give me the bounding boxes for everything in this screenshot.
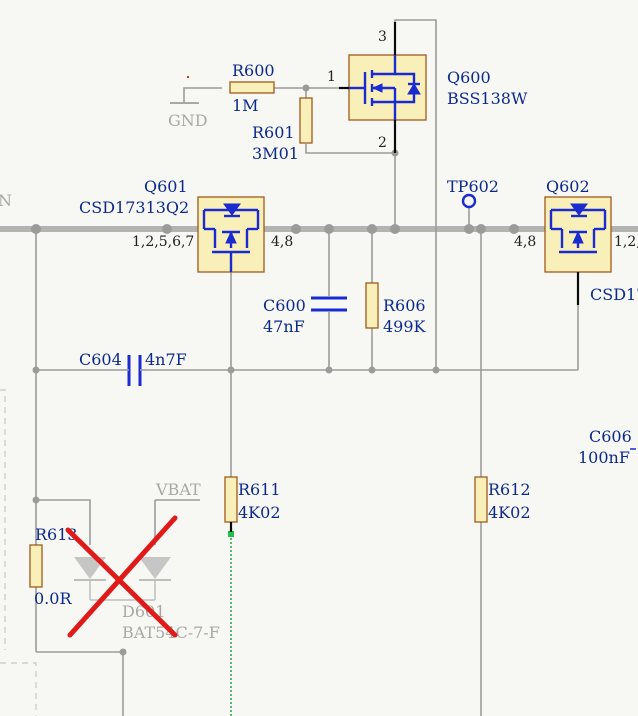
c604-designator: C604 — [79, 350, 122, 369]
testpoint-tp602[interactable]: TP602 — [447, 177, 499, 209]
mosfet-q602[interactable]: 4,8 1,2, Q602 CSD17 — [514, 177, 638, 305]
r606-value: 499K — [383, 317, 427, 336]
wire-gnd-r600 — [183, 87, 222, 102]
tp602-designator: TP602 — [447, 177, 499, 196]
c606-value: 100nF — [578, 448, 630, 467]
gnd-label: GND — [168, 111, 208, 130]
q600-pin-source: 2 — [378, 135, 387, 151]
r611-designator: R611 — [238, 480, 281, 499]
diode-d601[interactable]: VBAT D601 BAT54C-7-F — [65, 480, 220, 642]
q600-designator: Q600 — [447, 68, 491, 87]
c604-value: 4n7F — [145, 350, 187, 369]
r600-value: 1M — [232, 96, 259, 115]
mosfet-q601[interactable]: 1,2,5,6,7 4,8 Q601 CSD17313Q2 — [79, 177, 293, 273]
r606-designator: R606 — [383, 296, 426, 315]
r612-designator: R612 — [488, 480, 531, 499]
resistor-r613[interactable]: R613 0.0R — [29, 525, 78, 608]
resistor-r612[interactable]: R612 4K02 — [474, 476, 531, 523]
r613-value: 0.0R — [34, 589, 72, 608]
dashed-region-bottom — [0, 662, 37, 716]
q602-pins-left: 4,8 — [514, 234, 536, 250]
resistor-r611[interactable]: R611 4K02 — [224, 476, 281, 532]
wire-r601-source — [305, 144, 395, 154]
vbat-label: VBAT — [155, 480, 201, 499]
r601-value: 3M01 — [252, 144, 299, 163]
c600-designator: C600 — [263, 296, 306, 315]
q602-part: CSD17 — [590, 285, 638, 304]
q601-pins-left: 1,2,5,6,7 — [132, 234, 194, 250]
q600-part: BSS138W — [447, 89, 528, 108]
capacitor-c606[interactable]: C606 100nF — [578, 427, 636, 467]
r612-value: 4K02 — [488, 503, 531, 522]
mosfet-q600[interactable]: 1 3 2 Q600 BSS138W — [327, 22, 528, 153]
capacitor-c600[interactable]: C600 47nF — [263, 296, 347, 336]
q602-pins-right: 1,2, — [614, 234, 638, 250]
dashed-region-left — [0, 389, 6, 650]
gnd-symbol: GND — [168, 76, 208, 130]
net-label-left-fragment: N — [0, 191, 12, 210]
resistor-r606[interactable]: R606 499K — [365, 282, 427, 336]
q601-part: CSD17313Q2 — [79, 198, 189, 217]
resistor-r601[interactable]: R601 3M01 — [252, 97, 313, 163]
resistor-r600[interactable]: R600 1M — [229, 61, 275, 115]
q601-pins-right: 4,8 — [271, 234, 293, 250]
dnp-cross-mark — [65, 515, 178, 638]
r601-designator: R601 — [252, 123, 295, 142]
c606-designator: C606 — [589, 427, 632, 446]
r611-value: 4K02 — [238, 503, 281, 522]
q601-designator: Q601 — [144, 177, 188, 196]
junctions — [31, 84, 519, 656]
r600-designator: R600 — [232, 61, 275, 80]
capacitor-c604[interactable]: C604 4n7F — [79, 350, 187, 386]
q600-pin-drain: 3 — [378, 29, 387, 45]
c600-value: 47nF — [263, 317, 305, 336]
q602-designator: Q602 — [546, 177, 590, 196]
q600-pin-gate: 1 — [327, 69, 336, 85]
